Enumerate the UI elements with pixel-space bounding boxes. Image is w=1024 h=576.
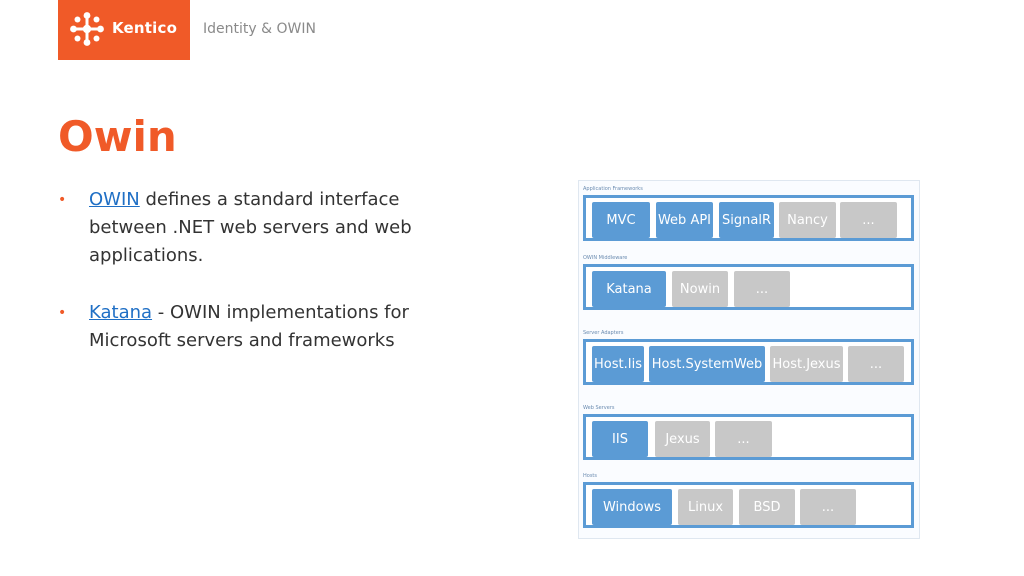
diagram-cell-host-jexus: Host.Jexus (770, 346, 843, 382)
owin-link[interactable]: OWIN (89, 189, 140, 210)
diagram-cell-host-iis: Host.Iis (592, 346, 644, 382)
kentico-logo: Kentico (58, 0, 190, 60)
diagram-cell-bsd: BSD (739, 489, 795, 525)
diagram-cell-mvc: MVC (592, 202, 650, 238)
layer-label-owin-middleware: OWIN Middleware (583, 255, 628, 261)
layer-app-frameworks: MVC Web API SignalR Nancy ... (583, 195, 914, 241)
diagram-cell-web-api: Web API (656, 202, 713, 238)
diagram-cell-jexus: Jexus (655, 421, 710, 457)
bullet-dot-icon: • (58, 305, 67, 321)
diagram-cell-nowin: Nowin (672, 271, 728, 307)
bullet-item-katana: • Katana - OWIN implementations for Micr… (58, 299, 458, 355)
bullet-list: • OWIN defines a standard interface betw… (58, 186, 458, 355)
diagram-cell-iis: IIS (592, 421, 648, 457)
page-title: Owin (58, 112, 177, 161)
bullet-text: defines a standard interface between .NE… (89, 189, 412, 266)
layer-web-servers: IIS Jexus ... (583, 414, 914, 460)
bullet-dot-icon: • (58, 192, 67, 208)
diagram-cell-linux: Linux (678, 489, 733, 525)
kentico-logo-icon (70, 12, 104, 46)
diagram-cell-windows: Windows (592, 489, 672, 525)
section-label: Identity & OWIN (203, 21, 316, 37)
layer-label-server-adapters: Server Adapters (583, 330, 624, 336)
layer-label-app-frameworks: Application Frameworks (583, 186, 643, 192)
layer-owin-middleware: Katana Nowin ... (583, 264, 914, 310)
diagram-cell-host-systemweb: Host.SystemWeb (649, 346, 765, 382)
owin-stack-diagram: Application Frameworks MVC Web API Signa… (578, 180, 920, 539)
logo-text: Kentico (112, 19, 178, 37)
diagram-cell-more: ... (848, 346, 904, 382)
layer-server-adapters: Host.Iis Host.SystemWeb Host.Jexus ... (583, 339, 914, 385)
diagram-cell-more: ... (800, 489, 856, 525)
layer-label-web-servers: Web Servers (583, 405, 615, 411)
diagram-cell-signalr: SignalR (719, 202, 774, 238)
diagram-cell-more: ... (840, 202, 897, 238)
diagram-cell-more: ... (715, 421, 772, 457)
layer-hosts: Windows Linux BSD ... (583, 482, 914, 528)
bullet-text: - OWIN implementations for Microsoft ser… (89, 302, 409, 351)
katana-link[interactable]: Katana (89, 302, 153, 323)
diagram-cell-katana: Katana (592, 271, 666, 307)
diagram-cell-more: ... (734, 271, 790, 307)
diagram-cell-nancy: Nancy (779, 202, 836, 238)
bullet-item-owin: • OWIN defines a standard interface betw… (58, 186, 458, 270)
layer-label-hosts: Hosts (583, 473, 597, 479)
